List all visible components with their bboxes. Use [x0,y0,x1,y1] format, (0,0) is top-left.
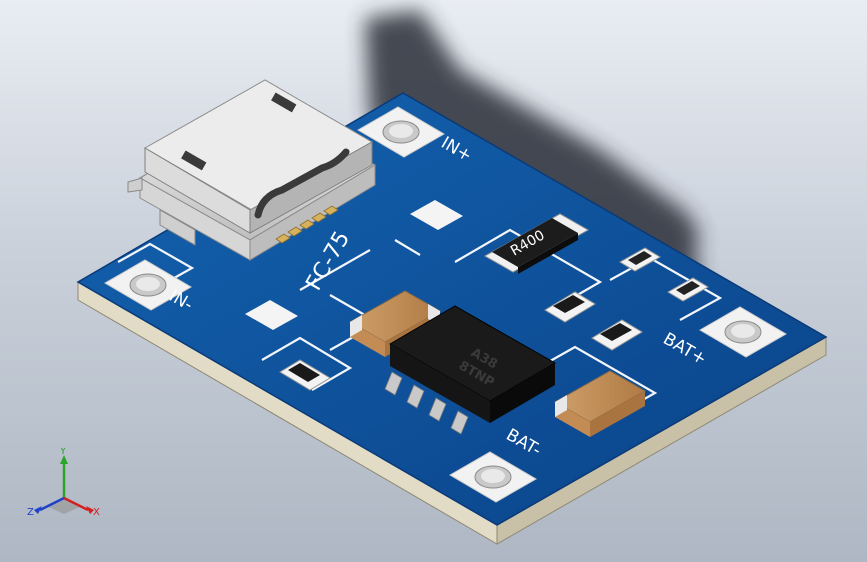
pad-in-plus [357,106,445,158]
x-axis-label: X [93,507,100,518]
pad-bat-minus [449,451,537,503]
ic-pins [384,371,469,435]
triad-plane [46,498,82,514]
usb-tab-back [127,177,143,193]
y-axis-label: Y [59,448,67,457]
resistor-r400: R400 [483,213,590,274]
usb-latch-slot-2 [271,92,297,113]
pad-in-minus [104,259,192,311]
pad-bat-plus [699,306,787,358]
test-pad-2 [245,300,298,330]
usb-pins [275,205,339,244]
x-axis-arrow [86,506,94,514]
z-axis-label: Z [27,507,34,518]
micro-usb-connector [127,79,377,261]
smd-res-1 [544,291,596,323]
axis-triad: Y X Z [27,448,100,518]
x-axis-line [63,496,89,512]
smd-res-2 [591,319,643,351]
usb-tab-left [159,209,196,246]
test-pad-1 [410,200,463,230]
mounting-pads [104,106,787,503]
capacitor-right [553,370,647,437]
smd-components [279,247,709,391]
y-axis-arrow [60,455,68,464]
smd-led-1 [619,247,661,272]
charger-ic: A38 8TNP [384,305,557,435]
smd-led-2 [667,277,709,302]
smd-res-3 [279,359,331,391]
z-axis-arrow [34,506,42,514]
z-axis-line [39,496,65,512]
usb-latch-slot [181,150,207,171]
